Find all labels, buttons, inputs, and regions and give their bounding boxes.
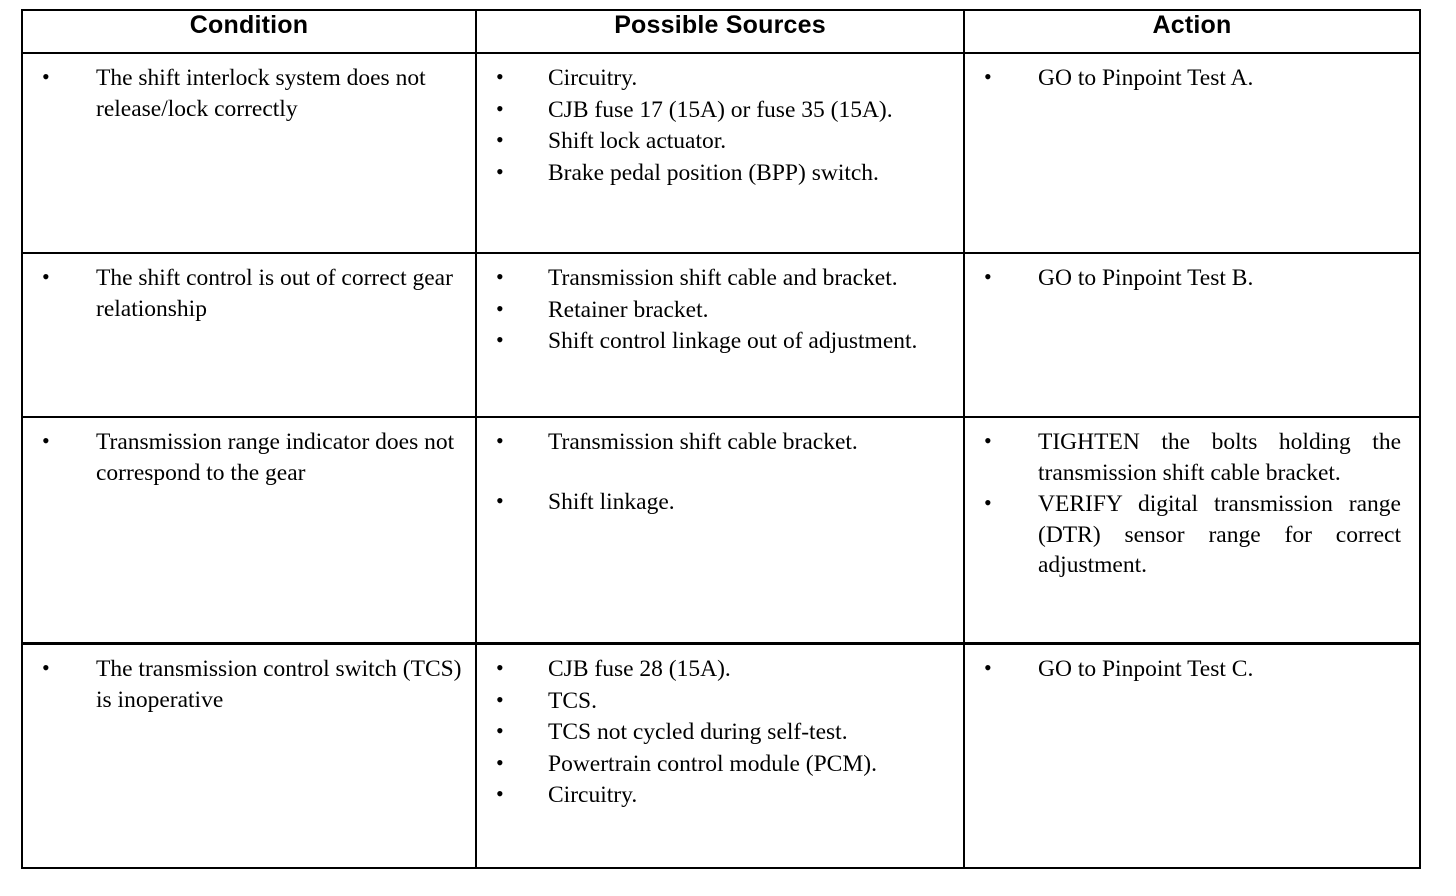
list-item: Circuitry. [493,62,933,94]
bullet-list-sources: Circuitry. CJB fuse 17 (15A) or fuse 35 … [493,62,933,189]
bullet-list-action: GO to Pinpoint Test B. [981,262,1401,294]
list-item: VERIFY digital transmission range (DTR) … [981,488,1401,581]
cell-condition: The transmission control switch (TCS) is… [21,642,477,869]
cell-condition: The shift interlock system does not rele… [21,52,477,254]
bullet-list-condition: The transmission control switch (TCS) is… [39,653,467,715]
bullet-list-action: GO to Pinpoint Test C. [981,653,1401,685]
cell-condition: Transmission range indicator does not co… [21,416,477,645]
bullet-list-action: TIGHTEN the bolts holding the transmissi… [981,426,1401,581]
list-item: TCS. [493,685,933,717]
list-item: Brake pedal position (BPP) switch. [493,157,933,189]
header-row: Condition Possible Sources Action [21,9,1421,54]
list-item: GO to Pinpoint Test A. [981,62,1401,94]
bullet-list-sources: Transmission shift cable and bracket. Re… [493,262,933,357]
bullet-list-condition: The shift interlock system does not rele… [39,62,467,124]
bullet-list-sources: Transmission shift cable bracket. Shift … [493,426,933,518]
table-row: Transmission range indicator does not co… [21,416,1421,645]
list-item: Shift control linkage out of adjustment. [493,325,933,357]
table-row: The shift control is out of correct gear… [21,252,1421,418]
list-item: Shift linkage. [493,486,933,518]
table-header: Condition Possible Sources Action [21,9,1421,54]
list-item: Circuitry. [493,779,933,811]
bullet-list-action: GO to Pinpoint Test A. [981,62,1401,94]
table-row: The transmission control switch (TCS) is… [21,642,1421,869]
list-item: Powertrain control module (PCM). [493,748,933,780]
bullet-list-condition: The shift control is out of correct gear… [39,262,467,324]
list-item: GO to Pinpoint Test C. [981,653,1401,685]
list-item: Transmission shift cable bracket. [493,426,933,458]
bullet-list-condition: Transmission range indicator does not co… [39,426,467,488]
cell-possible-sources: Circuitry. CJB fuse 17 (15A) or fuse 35 … [475,52,965,254]
bullet-list-sources: CJB fuse 28 (15A). TCS. TCS not cycled d… [493,653,933,811]
list-item: Retainer bracket. [493,294,933,326]
table-body: The shift interlock system does not rele… [21,52,1421,869]
cell-condition: The shift control is out of correct gear… [21,252,477,418]
cell-action: GO to Pinpoint Test B. [963,252,1421,418]
list-item: CJB fuse 28 (15A). [493,653,933,685]
diagnostic-symptom-chart: Condition Possible Sources Action The sh… [21,9,1421,869]
table-row: The shift interlock system does not rele… [21,52,1421,254]
list-item: Transmission range indicator does not co… [39,426,467,488]
list-item: GO to Pinpoint Test B. [981,262,1401,294]
column-header-action: Action [963,9,1421,54]
cell-possible-sources: Transmission shift cable bracket. Shift … [475,416,965,645]
list-item: CJB fuse 17 (15A) or fuse 35 (15A). [493,94,933,126]
list-item: The shift control is out of correct gear… [39,262,467,324]
list-item: Shift lock actuator. [493,125,933,157]
column-header-condition: Condition [21,9,477,54]
cell-action: TIGHTEN the bolts holding the transmissi… [963,416,1421,645]
cell-action: GO to Pinpoint Test C. [963,642,1421,869]
list-item: The transmission control switch (TCS) is… [39,653,467,715]
cell-possible-sources: Transmission shift cable and bracket. Re… [475,252,965,418]
list-item: TIGHTEN the bolts holding the transmissi… [981,426,1401,488]
cell-possible-sources: CJB fuse 28 (15A). TCS. TCS not cycled d… [475,642,965,869]
list-item: The shift interlock system does not rele… [39,62,467,124]
list-item: Transmission shift cable and bracket. [493,262,933,294]
list-item: TCS not cycled during self-test. [493,716,933,748]
column-header-possible-sources: Possible Sources [475,9,965,54]
cell-action: GO to Pinpoint Test A. [963,52,1421,254]
